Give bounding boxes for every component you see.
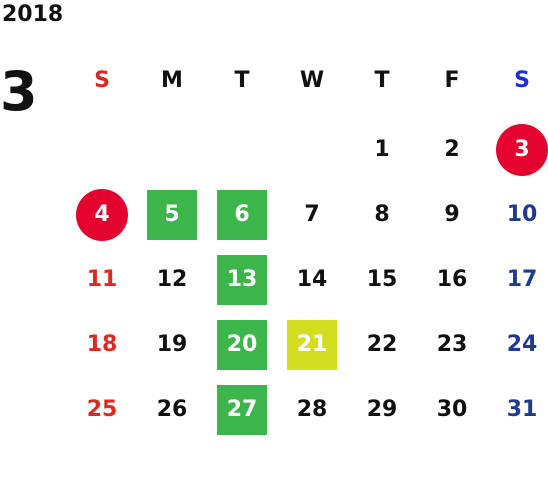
weekday-header-tuesday: T [234,68,250,93]
day-cell[interactable]: 29 [366,397,398,422]
day-cell[interactable]: 21 [287,320,337,370]
weekday-header-wednesday: W [299,68,325,93]
weekday-header-sunday: S [94,68,110,93]
day-cell[interactable]: 8 [374,202,390,227]
day-cell[interactable]: 3 [496,124,548,176]
day-cell[interactable]: 6 [217,190,267,240]
day-cell[interactable]: 26 [156,397,188,422]
day-cell[interactable]: 20 [217,320,267,370]
day-cell[interactable]: 18 [86,332,118,357]
weekday-header-thursday: T [374,68,390,93]
day-cell[interactable]: 24 [506,332,538,357]
day-cell[interactable]: 15 [366,267,398,292]
day-cell[interactable]: 27 [217,385,267,435]
day-cell[interactable]: 28 [296,397,328,422]
day-cell[interactable]: 25 [86,397,118,422]
day-cell[interactable]: 16 [436,267,468,292]
day-cell[interactable]: 30 [436,397,468,422]
day-cell[interactable]: 7 [304,202,320,227]
day-cell[interactable]: 2 [444,137,460,162]
weekday-header-monday: M [161,68,183,93]
day-cell[interactable]: 12 [156,267,188,292]
weekday-header-saturday: S [514,68,530,93]
day-cell[interactable]: 1 [374,137,390,162]
day-cell[interactable]: 17 [506,267,538,292]
day-cell[interactable]: 4 [76,189,128,241]
day-cell[interactable]: 23 [436,332,468,357]
month-label: 3 [0,60,38,123]
day-cell[interactable]: 31 [506,397,538,422]
day-cell[interactable]: 5 [147,190,197,240]
year-label: 2018 [2,2,64,27]
day-cell[interactable]: 11 [86,267,118,292]
day-cell[interactable]: 22 [366,332,398,357]
day-cell[interactable]: 9 [444,202,460,227]
day-cell[interactable]: 14 [296,267,328,292]
day-cell[interactable]: 13 [217,255,267,305]
weekday-header-friday: F [444,68,460,93]
day-cell[interactable]: 10 [506,202,538,227]
day-cell[interactable]: 19 [156,332,188,357]
